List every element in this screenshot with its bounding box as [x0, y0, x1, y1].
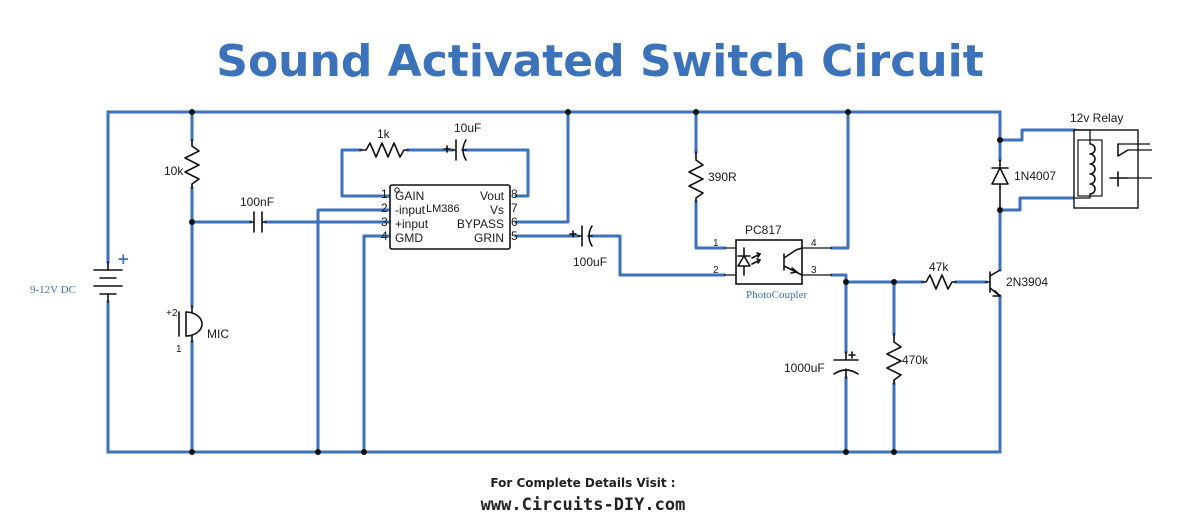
resistor-390r	[688, 151, 704, 203]
opto-pin-1: 1	[713, 238, 719, 249]
capacitor-100uf	[569, 225, 593, 247]
mic-pin2-plus: +	[166, 308, 172, 319]
mic-label: MIC	[207, 327, 229, 341]
resistor-10k-label: 10k	[164, 164, 184, 178]
opto-pin-3: 3	[811, 265, 817, 276]
resistor-47k-label: 47k	[929, 260, 949, 274]
ic-pin-gain: GAIN	[395, 189, 424, 203]
opto-pin-2: 2	[713, 265, 719, 276]
opto-label: PC817	[745, 223, 782, 237]
ic-pin-number-5: 5	[511, 229, 518, 243]
microphone-symbol	[178, 305, 203, 343]
capacitor-100nf	[249, 211, 267, 233]
relay-label: 12v Relay	[1070, 111, 1123, 125]
wires	[106, 110, 1076, 454]
battery-plus-sign: +	[117, 250, 130, 268]
capacitor-1000uf-label: 1000uF	[784, 361, 825, 375]
ic-pin-gmd: GMD	[395, 231, 423, 245]
mic-pin2-number: 2	[172, 308, 178, 319]
ic-pin-number-3: 3	[381, 215, 388, 229]
resistor-390r-label: 390R	[708, 170, 737, 184]
optocoupler-pc817	[724, 239, 832, 285]
battery-symbol: +	[93, 250, 130, 303]
capacitor-10uf	[443, 139, 467, 161]
ic-pin-vs: Vs	[490, 203, 504, 217]
ic-name: LM386	[426, 203, 460, 215]
transistor-2n3904	[985, 269, 1001, 297]
opto-sublabel: PhotoCoupler	[746, 289, 807, 301]
ic-pin-number-7: 7	[511, 201, 518, 215]
ic-pin-bypass: BYPASS	[457, 217, 504, 231]
ic-pin-number-1: 1	[381, 187, 388, 201]
resistor-47k	[921, 274, 957, 290]
ic-pin-number-4: 4	[381, 229, 388, 243]
lm386-ic: LM386 GAIN -input +input GMD Vout Vs BYP…	[381, 184, 518, 250]
ic-pin-number-2: 2	[381, 201, 388, 215]
resistor-470k-label: 470k	[902, 353, 929, 367]
page-title: Sound Activated Switch Circuit	[216, 36, 983, 87]
ic-pin-grin: GRIN	[474, 231, 504, 245]
ic-pin-number-6: 6	[511, 215, 518, 229]
relay-12v	[1073, 129, 1152, 209]
capacitor-1000uf	[833, 351, 859, 379]
ic-pin-number-8: 8	[511, 187, 518, 201]
resistor-470k	[886, 333, 902, 385]
transistor-label: 2N3904	[1006, 275, 1048, 289]
resistor-10k	[184, 139, 200, 189]
diode-label: 1N4007	[1014, 169, 1056, 183]
diode-1n4007	[991, 159, 1009, 211]
footer-website[interactable]: www.Circuits-DIY.com	[481, 495, 686, 515]
capacitor-10uf-label: 10uF	[454, 121, 481, 135]
resistor-1k-label: 1k	[377, 127, 391, 141]
opto-pin-4: 4	[811, 238, 817, 249]
footer-line-1: For Complete Details Visit :	[490, 476, 675, 490]
capacitor-100uf-label: 100uF	[573, 255, 607, 269]
mic-pin1-number: 1	[176, 344, 182, 355]
resistor-1k	[359, 142, 409, 158]
ic-pin-plus-input: +input	[395, 217, 429, 231]
supply-label: 9-12V DC	[30, 284, 76, 296]
ic-pin-minus-input: -input	[395, 203, 426, 217]
capacitor-100nf-label: 100nF	[240, 195, 274, 209]
ic-pin-vout: Vout	[480, 189, 505, 203]
